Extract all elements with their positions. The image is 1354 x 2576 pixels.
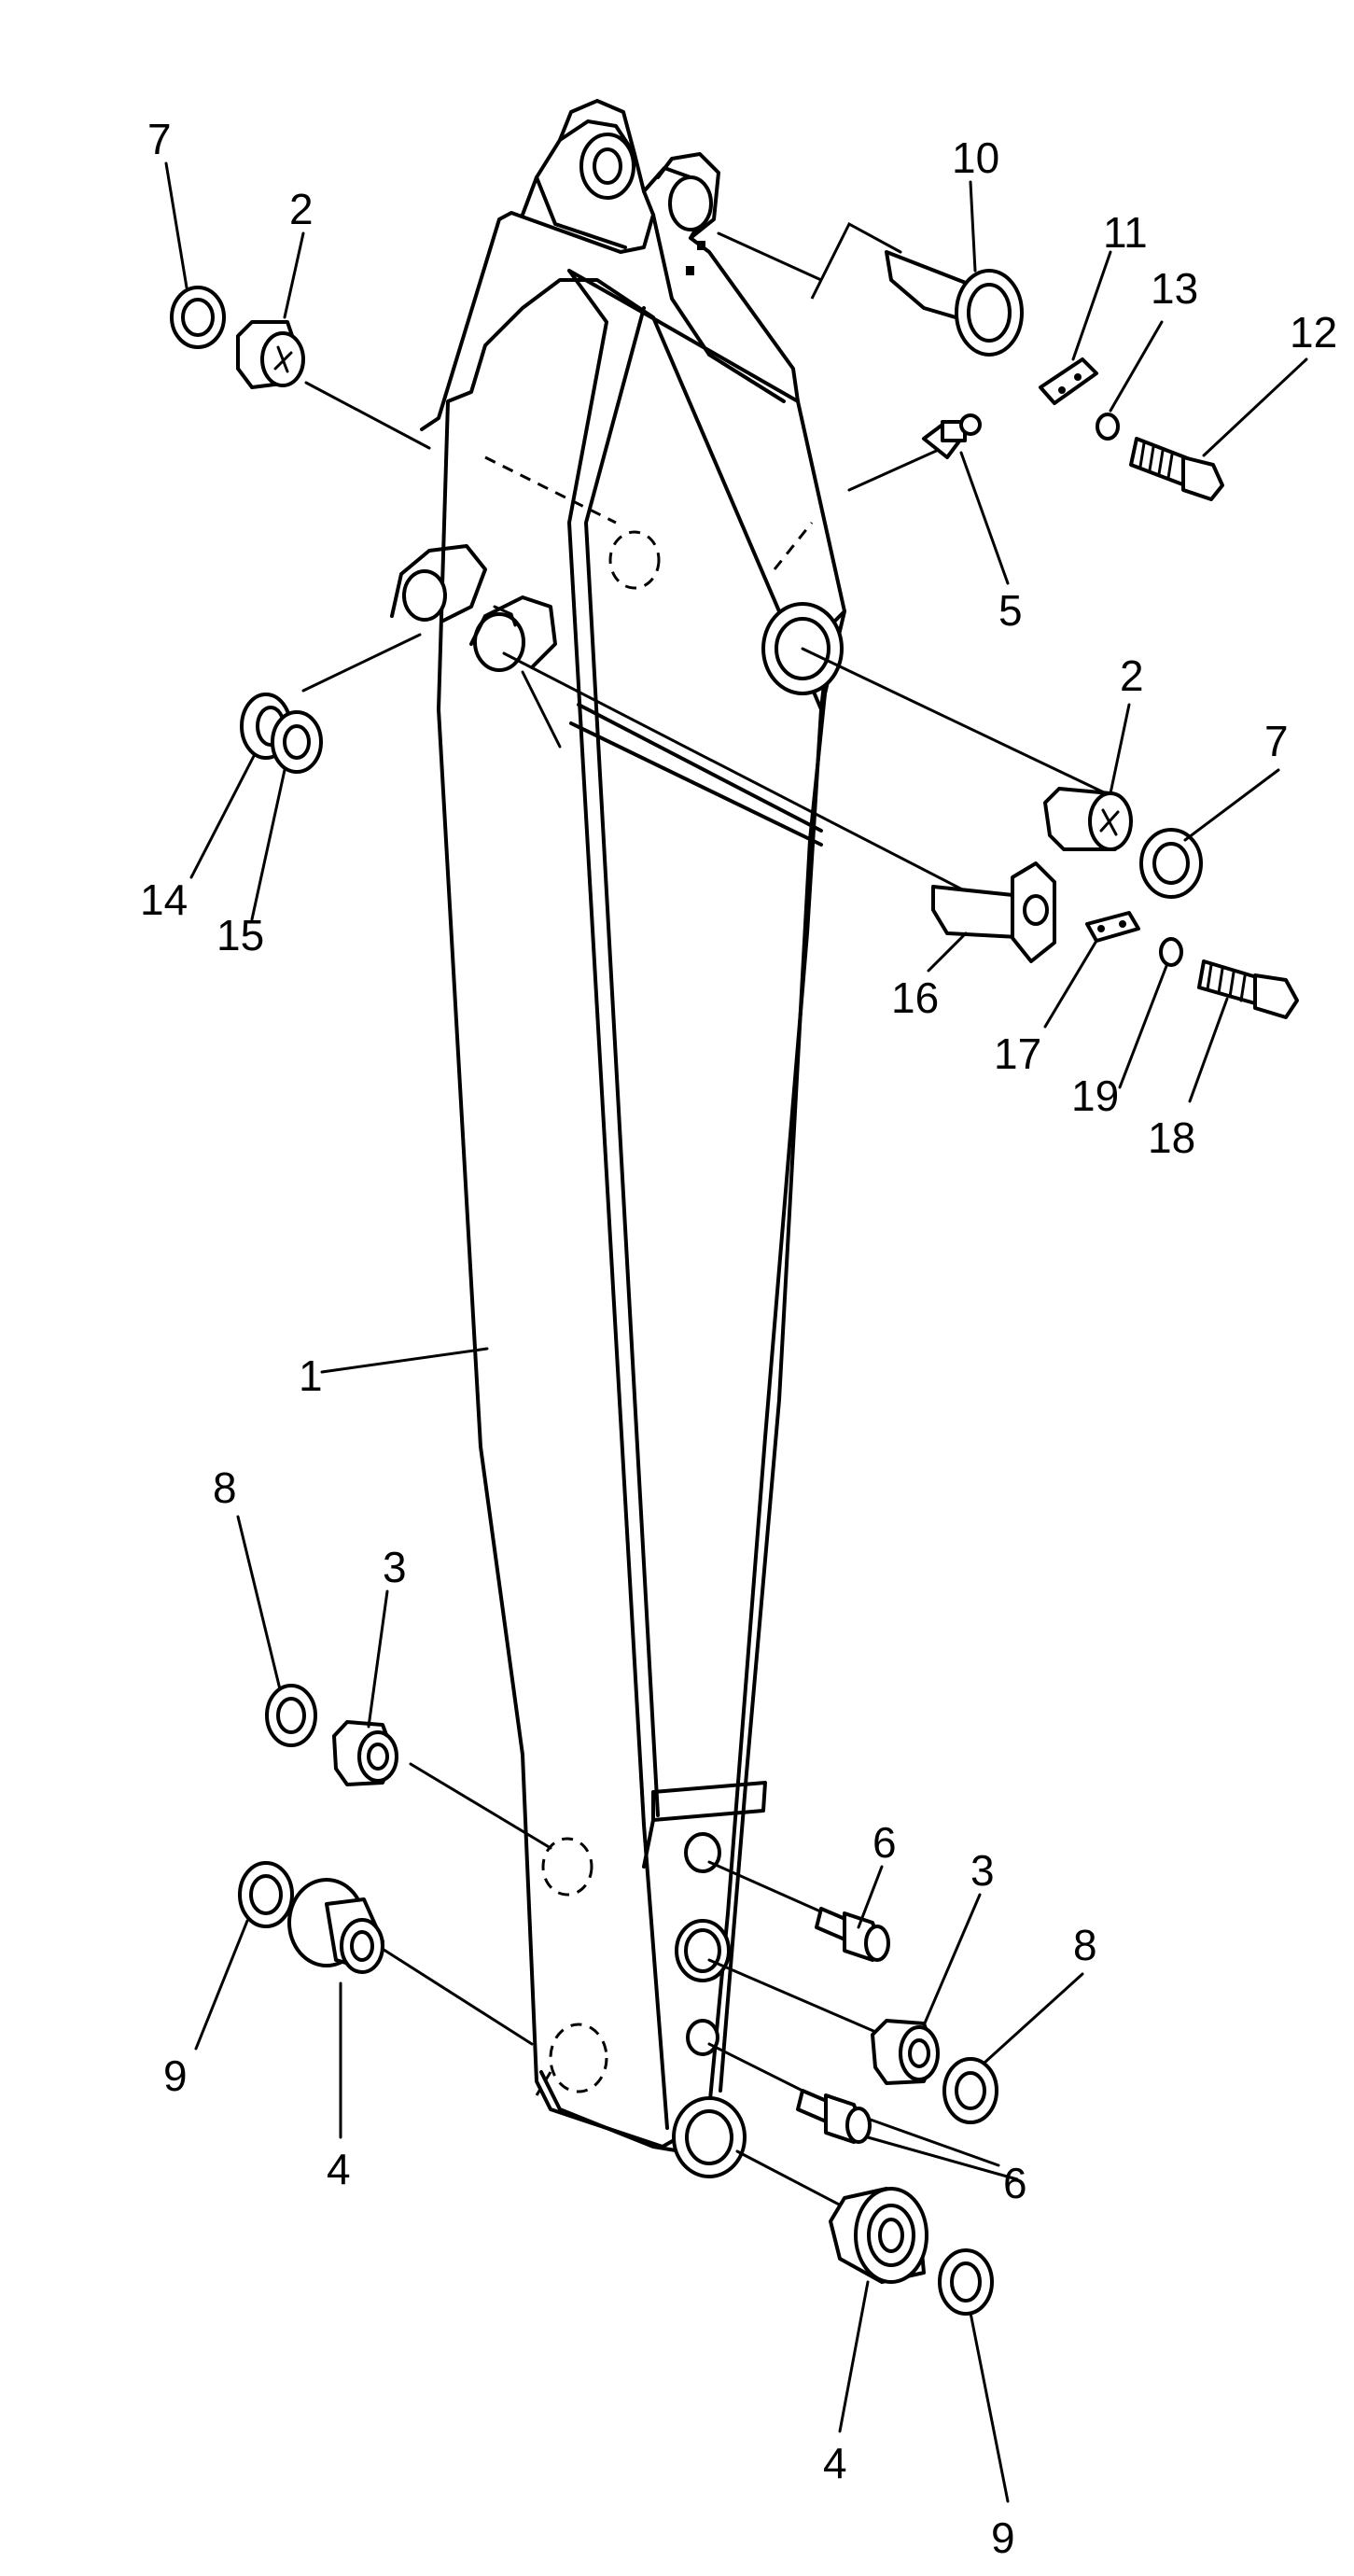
label-13: 13	[1151, 264, 1198, 313]
label-6-top: 6	[872, 1818, 897, 1867]
part-2-top	[236, 320, 305, 389]
label-4-right: 4	[823, 2439, 847, 2487]
part-8-left	[265, 1684, 317, 1747]
part-12-bolt	[1129, 437, 1224, 501]
label-7-right: 7	[1264, 717, 1289, 765]
part-10-pin	[885, 250, 1024, 357]
label-11: 11	[1103, 208, 1148, 257]
label-8-left: 8	[213, 1463, 237, 1512]
part-11-plate	[1039, 357, 1098, 405]
label-17: 17	[994, 1029, 1041, 1078]
label-9-right: 9	[991, 2513, 1015, 2562]
part-7-right	[1139, 828, 1203, 899]
part-13-washer	[1096, 413, 1120, 441]
leader-lines	[301, 221, 1108, 2209]
label-1: 1	[299, 1351, 323, 1400]
part-9-left	[238, 1861, 294, 1928]
part-5-grease-fitting	[922, 413, 982, 459]
part-15-washer	[271, 710, 323, 774]
label-14: 14	[140, 875, 188, 924]
label-12: 12	[1290, 308, 1337, 357]
label-19: 19	[1071, 1071, 1119, 1120]
label-3-right: 3	[970, 1846, 995, 1895]
label-3-left: 3	[383, 1543, 407, 1591]
part-19-washer	[1159, 937, 1183, 967]
label-15: 15	[216, 911, 264, 959]
part-17-plate	[1085, 911, 1140, 943]
part-6-bottom	[796, 2089, 872, 2144]
label-18: 18	[1148, 1113, 1195, 1162]
part-4-right	[829, 2187, 928, 2284]
callout-lines	[164, 161, 1308, 2503]
part-2-right	[1043, 787, 1133, 851]
part-16-pin	[931, 861, 1056, 963]
part-3-right	[871, 2019, 940, 2085]
part-9-right	[938, 2248, 994, 2316]
callout-labels: 7 2 10 11 13 12 5 2 7 14 15 16 17 19 18 …	[140, 115, 1337, 2562]
label-2-top: 2	[289, 185, 314, 233]
label-6-bottom: 6	[1003, 2159, 1027, 2207]
label-4-left: 4	[327, 2145, 351, 2193]
part-8-right	[942, 2057, 998, 2124]
label-8-right: 8	[1073, 1921, 1097, 1969]
label-5: 5	[998, 586, 1023, 635]
label-9-left: 9	[163, 2051, 188, 2100]
label-10: 10	[952, 133, 999, 182]
label-16: 16	[891, 973, 939, 1022]
part-7-top	[170, 286, 226, 349]
part-6-top	[815, 1907, 890, 1962]
boom-body	[390, 99, 846, 2178]
label-7-top: 7	[147, 115, 172, 163]
part-3-left	[332, 1720, 398, 1786]
part-18-bolt	[1197, 959, 1299, 1019]
part-4-left	[287, 1878, 384, 1974]
label-2-right: 2	[1120, 651, 1144, 700]
